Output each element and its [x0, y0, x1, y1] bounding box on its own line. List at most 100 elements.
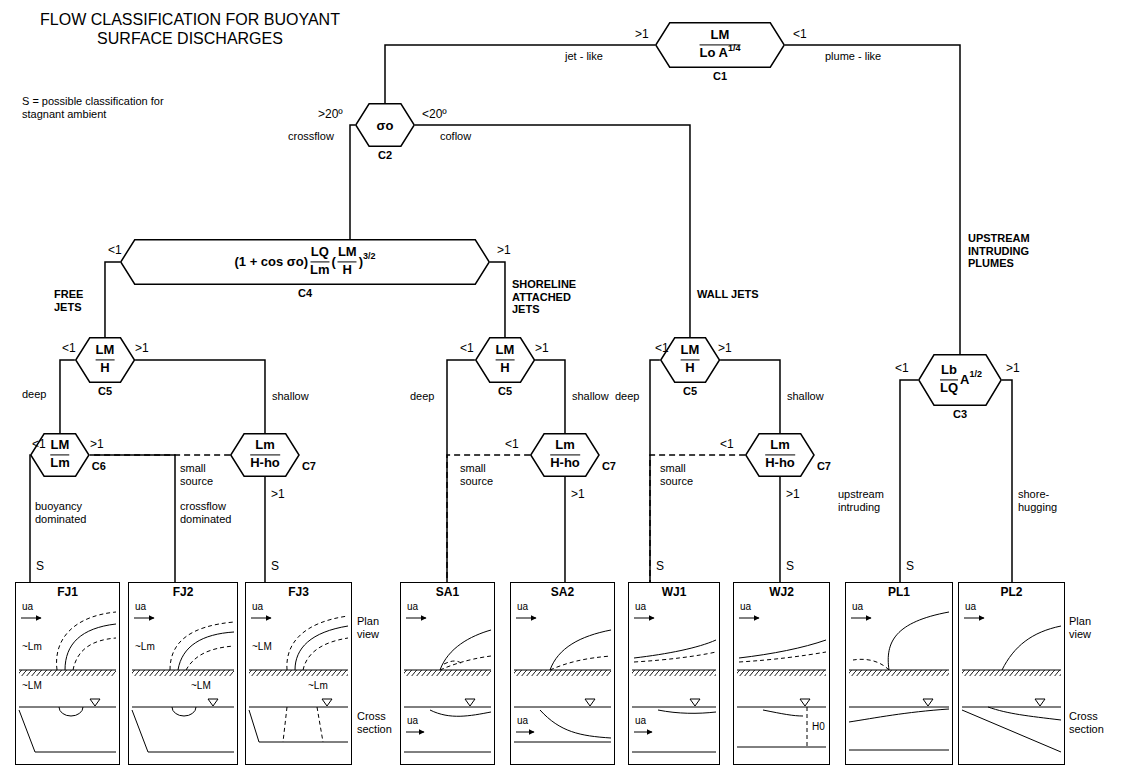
- fraction-bar: [310, 261, 330, 262]
- formula-term: LM: [681, 343, 700, 358]
- branch-label: deep: [615, 390, 639, 403]
- shoreline: [404, 670, 491, 671]
- current-arrow: [634, 618, 654, 619]
- formula-term: (: [332, 254, 336, 269]
- sketch-label: ua: [517, 715, 528, 726]
- water-surface: [632, 707, 716, 708]
- class-name: FJ1: [16, 586, 119, 599]
- plume-boundary: [444, 661, 462, 664]
- annotation: Cross section: [357, 710, 402, 735]
- water-surface: [962, 707, 1061, 708]
- branch-label: shore- hugging: [1018, 488, 1068, 513]
- sketch-label: H0: [812, 721, 825, 732]
- water-surface: [19, 707, 116, 708]
- fraction-bar: [250, 454, 280, 455]
- cross-section-line: [962, 710, 1061, 752]
- annotation: <1: [62, 342, 76, 356]
- formula-term: Lo A: [700, 47, 728, 62]
- class-name: WJ2: [734, 586, 829, 599]
- current-arrow: [516, 618, 536, 619]
- annotation: <1: [793, 28, 807, 42]
- formula-term: LM: [51, 438, 70, 453]
- flow-class-box: FJ2ua~Lm~LM: [128, 582, 238, 765]
- annotation: <1: [505, 438, 519, 452]
- sketch-label: ~Lm: [308, 680, 328, 691]
- branch-line: [900, 380, 918, 582]
- cross-section-line: [849, 750, 949, 751]
- current-arrow: [21, 618, 41, 619]
- cross-section-line: [172, 707, 196, 716]
- shoreline: [514, 670, 611, 671]
- plume-centerline: [178, 632, 234, 670]
- branch-line: [105, 262, 120, 337]
- criterion-tag: C7: [817, 460, 831, 472]
- fraction-bar: [550, 454, 580, 455]
- fraction-bar: [681, 359, 700, 360]
- current-arrow: [851, 618, 871, 619]
- sketch-label: ~Lm: [22, 641, 42, 652]
- decision-hexagon: LMHC5: [475, 337, 535, 383]
- plume-centerline: [888, 612, 949, 670]
- branch-label: coflow: [440, 130, 471, 143]
- annotation: >1: [635, 28, 649, 42]
- annotation: <1: [108, 244, 122, 258]
- formula-term: σo: [377, 118, 394, 133]
- annotation: <1: [655, 342, 669, 356]
- annotation: S = possible classification for stagnant…: [22, 95, 197, 120]
- formula-term: Lb: [941, 363, 957, 378]
- formula-term: ): [359, 254, 363, 269]
- formula-term: H-ho: [250, 457, 280, 472]
- shoreline-hatch: [962, 670, 1061, 676]
- annotation: Plan view: [1069, 615, 1111, 640]
- annotation: <1: [460, 342, 474, 356]
- class-name: PL2: [959, 586, 1064, 599]
- water-level-symbol: [923, 699, 933, 706]
- plume-centerline: [634, 640, 716, 658]
- shoreline-hatch: [404, 670, 491, 676]
- decision-hexagon: LmH-hoC7: [230, 433, 300, 477]
- current-arrow: [739, 618, 759, 619]
- decision-hexagon: LMHC5: [75, 337, 135, 383]
- branch-label: shallow: [272, 390, 309, 403]
- shoreline: [962, 670, 1061, 671]
- annotation: S: [906, 560, 914, 574]
- annotation: S: [271, 560, 279, 574]
- formula-exponent: 1/2: [969, 369, 982, 379]
- shoreline: [19, 670, 116, 671]
- flow-sketch: [249, 616, 348, 742]
- formula-term: LM: [338, 245, 357, 260]
- water-surface: [132, 707, 234, 708]
- flow-class-box: WJ2uaH0: [733, 582, 830, 765]
- formula-term: Lm: [770, 438, 790, 453]
- current-arrow: [251, 618, 271, 619]
- cross-section-line: [404, 752, 491, 753]
- flow-class-box: PL2ua: [958, 582, 1065, 765]
- water-level-symbol: [690, 699, 700, 706]
- branch-line: [490, 262, 505, 337]
- annotation: Plan view: [357, 615, 399, 640]
- sketch-label: ua: [22, 601, 33, 612]
- plume-centerline: [550, 630, 611, 670]
- decision-hexagon: σoC2: [355, 103, 415, 147]
- formula-exponent: 3/2: [363, 251, 376, 261]
- formula-term: Lm: [310, 264, 330, 279]
- decision-hexagon: LMLo A1/4C1: [655, 22, 785, 68]
- water-surface: [849, 707, 949, 708]
- plume-boundary: [57, 612, 116, 670]
- annotation: >1: [90, 438, 104, 452]
- annotation: >1: [718, 342, 732, 356]
- branch-label: deep: [410, 390, 434, 403]
- formula-term: H: [500, 362, 509, 377]
- fraction-bar: [765, 454, 795, 455]
- branch-line: [60, 360, 75, 433]
- criterion-tag: C5: [98, 385, 112, 397]
- cross-section-line: [988, 707, 1061, 720]
- branch-label: small source: [660, 462, 715, 487]
- plume-centerline: [1002, 626, 1061, 670]
- fraction-bar: [338, 261, 357, 262]
- shoreline-hatch: [849, 670, 949, 676]
- branch-line: [350, 125, 355, 239]
- plume-centerline: [739, 640, 826, 658]
- sketch-label: ua: [407, 715, 418, 726]
- cross-section-line: [514, 742, 611, 743]
